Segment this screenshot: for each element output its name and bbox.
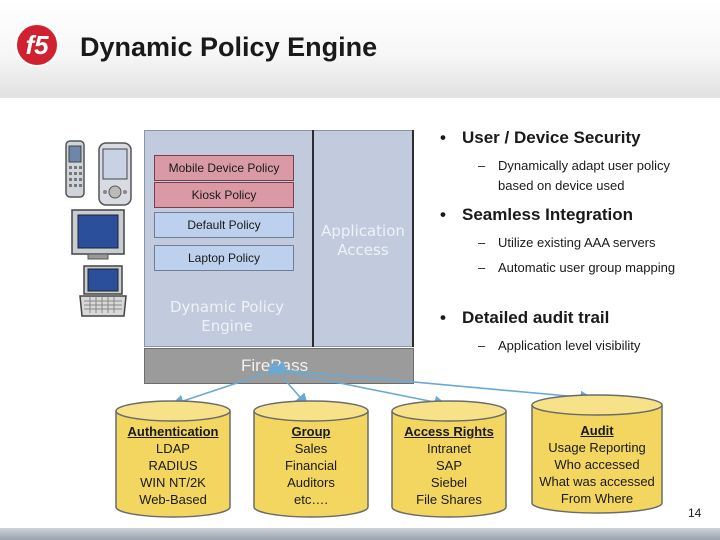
sub-bullet-app-visibility: –Application level visibility: [478, 338, 641, 353]
database-line: Web-Based: [139, 492, 207, 507]
engine-divider: [312, 130, 314, 347]
database-heading: Access Rights: [404, 424, 494, 439]
page-number: 14: [688, 506, 702, 520]
database-line: RADIUS: [148, 458, 198, 473]
database-access-rights-text: Access Rights Intranet SAP Siebel File S…: [390, 423, 508, 508]
kiosk-monitor-icon: [71, 209, 125, 260]
laptop-policy: Laptop Policy: [154, 245, 294, 271]
database-audit-icon: [531, 394, 663, 514]
database-group-text: Group Sales Financial Auditors etc….: [252, 423, 370, 508]
database-authentication-text: Authentication LDAP RADIUS WIN NT/2K Web…: [114, 423, 232, 508]
f5-logo: f5: [15, 23, 59, 67]
default-policy: Default Policy: [154, 212, 294, 238]
database-heading: Group: [291, 424, 331, 439]
phone-icon: [65, 140, 85, 198]
database-line: LDAP: [156, 441, 190, 456]
database-line: Financial: [284, 458, 338, 473]
kiosk-policy: Kiosk Policy: [154, 182, 294, 208]
database-authentication-icon: [115, 400, 231, 518]
database-line: Auditors: [287, 475, 335, 490]
database-access-rights-icon: [391, 400, 507, 518]
database-line: What was accessed: [539, 474, 655, 489]
database-line: Siebel: [430, 475, 468, 490]
sub-bullet-group-mapping: –Automatic user group mapping: [478, 260, 676, 275]
svg-text:f5: f5: [25, 30, 49, 60]
bullet-seamless-integration: •Seamless Integration: [440, 205, 634, 224]
database-line: etc….: [294, 492, 328, 507]
database-line: Usage Reporting: [548, 440, 646, 455]
database-line: File Shares: [416, 492, 482, 507]
database-line: SAP: [435, 458, 462, 473]
database-heading: Authentication: [127, 424, 219, 439]
slide-title: Dynamic Policy Engine: [80, 32, 378, 62]
laptop-icon: [79, 265, 127, 317]
database-line: Sales: [294, 441, 328, 456]
bullet-audit-trail: •Detailed audit trail: [440, 308, 610, 327]
database-line: From Where: [560, 491, 634, 506]
pda-icon: [98, 142, 132, 206]
database-audit-text: Audit Usage Reporting Who accessed What …: [530, 422, 664, 507]
slide-header: [0, 0, 720, 98]
database-line: WIN NT/2K: [140, 475, 206, 490]
footer-bar: [0, 528, 720, 540]
sub-bullet-adapt-policy: –Dynamically adapt user policy based on …: [478, 158, 670, 193]
database-heading: Audit: [580, 423, 614, 438]
database-line: Intranet: [426, 441, 472, 456]
bullet-user-device-security: •User / Device Security: [440, 128, 641, 147]
database-group-icon: [253, 400, 369, 518]
engine-label: Dynamic Policy Engine: [169, 298, 285, 335]
application-access-label: Application Access: [321, 222, 405, 259]
mobile-device-policy: Mobile Device Policy: [154, 155, 294, 181]
database-line: Who accessed: [554, 457, 640, 472]
sub-bullet-aaa-servers: –Utilize existing AAA servers: [478, 235, 656, 250]
engine-right-edge: [412, 130, 414, 347]
